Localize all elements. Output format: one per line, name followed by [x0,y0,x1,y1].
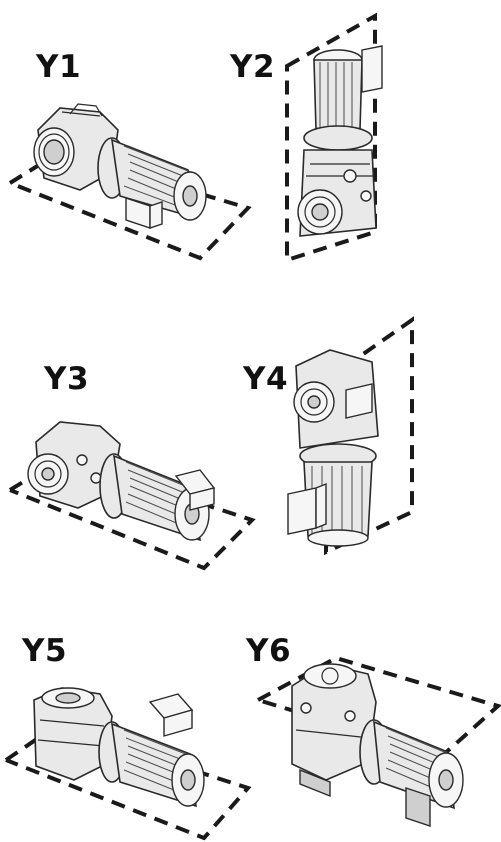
position-y3-figure [8,421,256,571]
position-label-y1: Y1 [36,49,82,85]
position-label-y2: Y2 [230,49,276,85]
gear-motor-icon [297,45,383,237]
mounting-plane-y3 [8,455,256,571]
position-label-y6: Y6 [246,633,292,669]
position-y1-figure [8,103,252,261]
position-y5-figure [4,687,252,841]
gear-motor-icon [33,103,207,229]
position-y2-figure [285,12,383,263]
mounting-plane-y1 [8,149,252,261]
gear-motor-icon [291,663,464,827]
position-label-y4: Y4 [243,361,289,397]
position-y6-figure [257,655,501,827]
gear-motor-icon [287,349,379,547]
position-label-y5: Y5 [22,633,68,669]
mounting-plane-y5 [4,723,252,841]
gear-motor-icon [27,421,216,542]
position-y4-figure [287,316,414,556]
gear-motor-icon [33,687,205,808]
position-label-y3: Y3 [44,361,90,397]
